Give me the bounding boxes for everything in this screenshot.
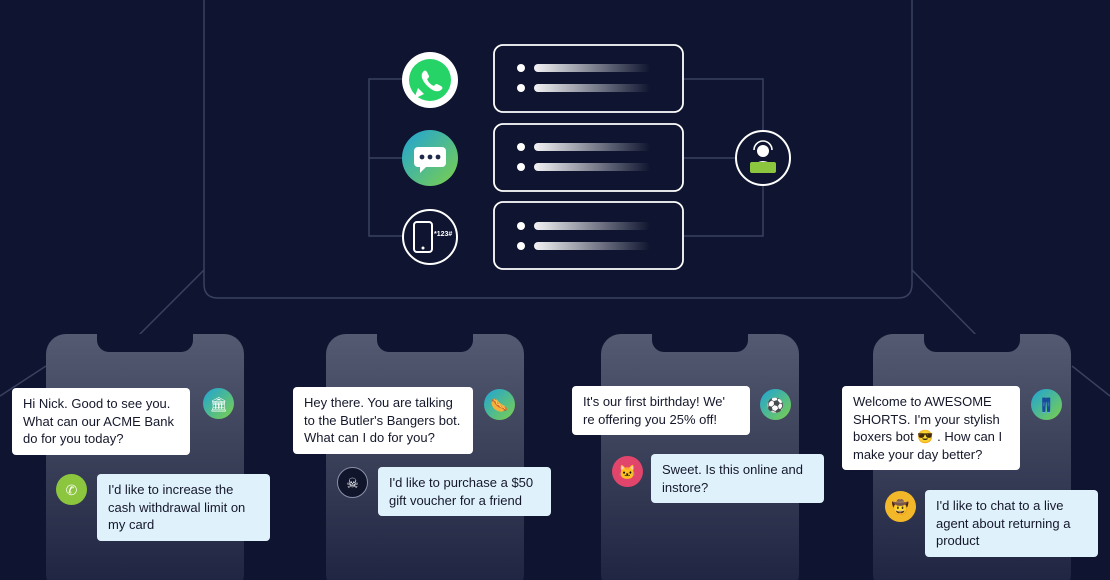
phone-notch [97,334,193,352]
whatsapp-icon [402,52,458,108]
message-card-whatsapp [493,44,684,113]
message-card-ussd [493,201,684,270]
list-dot [517,163,525,171]
list-dot [517,242,525,250]
soccer-glyph: ⚽ [766,396,785,413]
placeholder-line [534,84,650,92]
placeholder-line [534,163,650,171]
hotdog-glyph: 🌭 [490,396,509,413]
soccer-ball-icon: ⚽ [760,389,791,420]
user-message-bubble: Sweet. Is this online and instore? [651,454,824,503]
placeholder-line [534,143,650,151]
bot-message-bubble: Welcome to AWESOME SHORTS. I'm your styl… [842,386,1020,470]
chat-bubble-dots-icon [402,130,458,186]
user-avatar-icon: ✆ [56,474,87,505]
bank-icon: 🏛 [203,388,234,419]
placeholder-line [534,222,650,230]
avatar-glyph: ☠ [346,474,359,491]
channel-panel [203,0,913,299]
user-message-bubble: I'd like to chat to a live agent about r… [925,490,1098,557]
connector-edge-right [1071,365,1110,397]
placeholder-line [534,64,650,72]
shorts-icon: 👖 [1031,389,1062,420]
list-dot [517,84,525,92]
bank-glyph: 🏛 [209,395,228,412]
phone-notch [652,334,748,352]
phone-mockup-1 [46,334,244,580]
user-avatar-icon: 🤠 [885,491,916,522]
hotdog-icon: 🌭 [484,389,515,420]
avatar-glyph: 🤠 [891,498,910,515]
avatar-glyph: ✆ [65,481,78,498]
mobile-phone-icon: *123# [402,209,458,265]
phone-mockup-2 [326,334,524,580]
bot-message-bubble: Hi Nick. Good to see you. What can our A… [12,388,190,455]
user-message-bubble: I'd like to increase the cash withdrawal… [97,474,270,541]
phone-notch [924,334,1020,352]
connector-phone-1 [129,269,205,345]
placeholder-line [534,242,650,250]
avatar-glyph: 🐱 [618,463,637,480]
headset-agent-icon [735,130,791,186]
shorts-glyph: 👖 [1037,396,1056,413]
cat-avatar-icon: 🐱 [612,456,643,487]
user-message-bubble: I'd like to purchase a $50 gift voucher … [378,467,551,516]
list-dot [517,143,525,151]
connector-edge-left [0,365,47,397]
message-card-sms [493,123,684,192]
svg-text:*123#: *123# [434,231,452,238]
bot-message-bubble: It's our first birthday! We' re offering… [572,386,750,435]
phone-notch [377,334,473,352]
connector-phone-4 [911,269,986,345]
bot-message-bubble: Hey there. You are talking to the Butler… [293,387,473,454]
list-dot [517,64,525,72]
list-dot [517,222,525,230]
user-avatar-icon: ☠ [337,467,368,498]
